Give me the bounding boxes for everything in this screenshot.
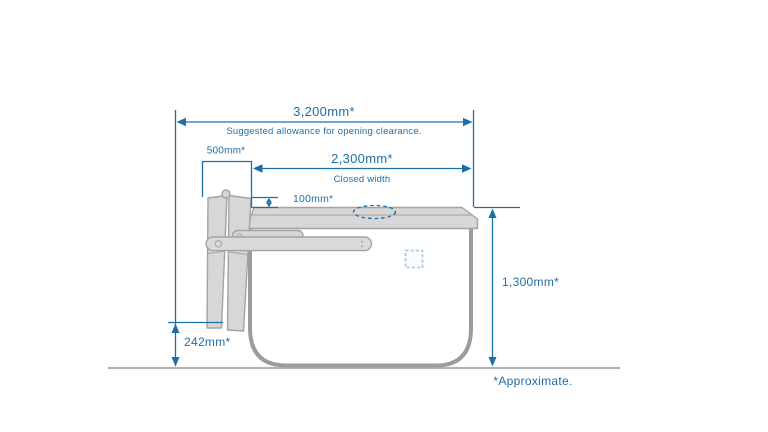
hinge-knob	[221, 189, 231, 199]
leaf-seam	[207, 250, 226, 254]
arrowhead-down	[266, 202, 272, 208]
dimension-clearance: 242mm*	[168, 321, 231, 367]
clearance-value: 242mm*	[184, 335, 231, 349]
folding-arm-front	[205, 236, 373, 252]
arm-rivet	[361, 240, 363, 243]
approximate-footnote: *Approximate.	[493, 374, 572, 388]
overall-width-note: Suggested allowance for opening clearanc…	[226, 126, 421, 137]
fold-depth-value: 500mm*	[207, 146, 245, 157]
arrowhead-left	[176, 117, 186, 127]
arm-pivot-hole	[214, 240, 223, 248]
overall-width-value: 3,200mm*	[293, 104, 355, 119]
arrowhead-down	[488, 357, 497, 367]
top-rail	[245, 206, 479, 230]
dimension-height: 1,300mm*	[474, 206, 559, 367]
dimension-rail-offset: 100mm*	[251, 193, 333, 209]
dimension-annotations: 3,200mm* Suggested allowance for opening…	[168, 104, 572, 388]
arrowhead-up	[171, 323, 180, 333]
arrowhead-up	[488, 208, 497, 218]
folded-leaf-left	[206, 194, 228, 329]
dimension-fold-depth: 500mm*	[201, 146, 253, 208]
dashed-ellipse-marker	[352, 204, 397, 220]
arrowhead-right	[462, 164, 472, 173]
dimension-closed-width: 2,300mm* Closed width	[253, 151, 472, 185]
dimension-bracket	[201, 160, 253, 208]
height-value: 1,300mm*	[502, 275, 559, 289]
dimension-overall-width: 3,200mm* Suggested allowance for opening…	[176, 104, 473, 137]
closed-width-value: 2,300mm*	[331, 151, 393, 166]
rail-offset-value: 100mm*	[293, 193, 333, 205]
arrowhead-up	[266, 197, 272, 203]
leaf-seam	[228, 251, 248, 255]
product-illustration	[108, 189, 620, 370]
folded-leaf-right	[226, 194, 252, 332]
dashed-marker-square	[404, 249, 424, 269]
arrowhead-left	[253, 164, 263, 173]
arrowhead-down	[171, 357, 180, 367]
arm-rivet	[361, 245, 363, 248]
arrowhead-right	[463, 117, 473, 127]
closed-width-note: Closed width	[334, 174, 391, 185]
